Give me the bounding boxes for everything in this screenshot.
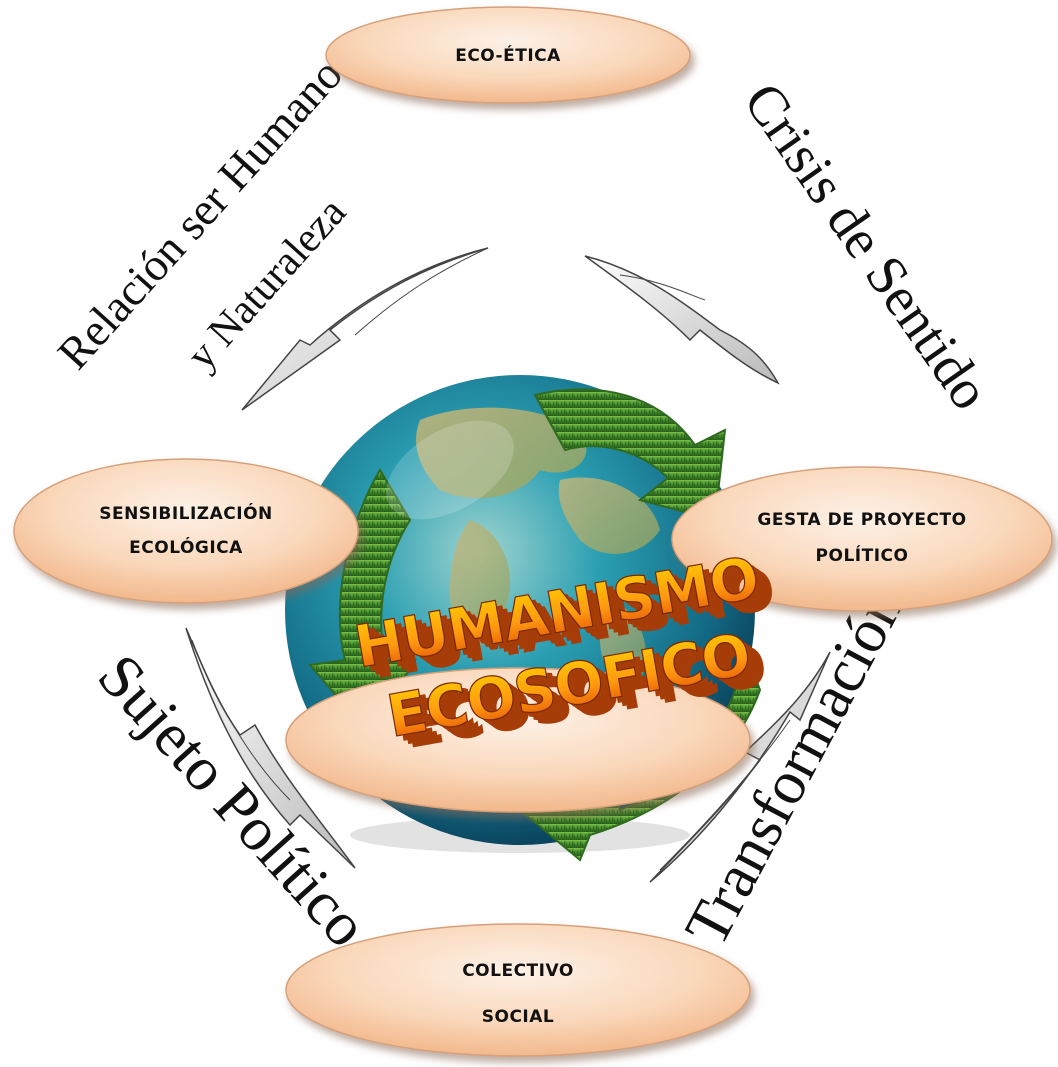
node-eco-etica: ECO-ÉTICA — [325, 6, 691, 104]
node-colectivo-social-ellipse: COLECTIVO SOCIAL — [285, 923, 751, 1057]
svg-text:ECOLÓGICA: ECOLÓGICA — [129, 536, 243, 558]
curved-arrow-bottom-left — [185, 627, 356, 869]
svg-text:SENSIBILIZACIÓN: SENSIBILIZACIÓN — [99, 502, 273, 524]
node-gesta-de-proyecto-politico: GESTA DE PROYECTO POLÍTICO — [671, 466, 1053, 612]
center-title: HUMANISMO HUMANISMO HUMANISMO HUMANISMO … — [349, 543, 780, 762]
node-colectivo — [285, 667, 751, 813]
node-sensibilizacion-ecologica: SENSIBILIZACIÓN ECOLÓGICA — [13, 458, 359, 604]
curved-arrow-bottom-right — [649, 651, 831, 883]
curved-arrow-top-left — [241, 247, 489, 411]
svg-text:GESTA DE PROYECTO: GESTA DE PROYECTO — [757, 510, 966, 530]
svg-text:POLÍTICO: POLÍTICO — [816, 544, 909, 566]
svg-text:SOCIAL: SOCIAL — [482, 1007, 555, 1027]
svg-text:ECO-ÉTICA: ECO-ÉTICA — [455, 44, 561, 66]
curved-arrow-top-right — [584, 255, 780, 385]
svg-text:COLECTIVO: COLECTIVO — [462, 961, 574, 981]
